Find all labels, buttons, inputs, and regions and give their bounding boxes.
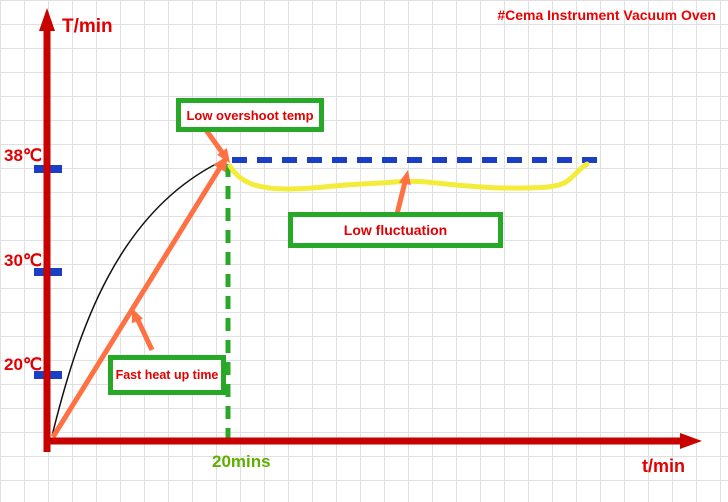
y-axis-arrowhead-icon — [39, 8, 55, 31]
y-tick-label-20: 20℃ — [4, 355, 43, 374]
overshoot-arrowhead-icon — [217, 148, 230, 163]
annotation-box-low-fluctuation: Low fluctuation — [288, 212, 503, 248]
heatup-annotation-arrowhead-icon — [131, 308, 143, 324]
annotation-low-fluctuation-label: Low fluctuation — [343, 222, 448, 238]
y-tick-label-30: 30℃ — [4, 251, 43, 270]
annotation-fast-heatup-label: Fast heat up time — [115, 368, 219, 382]
annotation-box-fast-heatup: Fast heat up time — [108, 355, 226, 395]
x-axis-label: t/min — [642, 456, 685, 476]
x-tick-label-20mins: 20mins — [212, 452, 271, 471]
y-tick-label-38: 38℃ — [4, 146, 43, 165]
heatup-ramp-line — [50, 164, 224, 439]
annotation-low-overshoot-label: Low overshoot temp — [186, 107, 314, 123]
y-axis-label: T/min — [62, 16, 113, 37]
x-axis-arrowhead-icon — [680, 433, 702, 449]
heatup-annotation-arrow-line — [133, 314, 155, 352]
chart-title: #Cema Instrument Vacuum Oven — [497, 7, 716, 23]
actual-heatup-curve — [51, 159, 225, 437]
overshoot-arrow-line — [203, 128, 227, 157]
fluctuation-line — [227, 161, 590, 192]
annotation-box-low-overshoot: Low overshoot temp — [176, 98, 324, 132]
fluctuation-arrowhead-icon — [399, 170, 411, 185]
